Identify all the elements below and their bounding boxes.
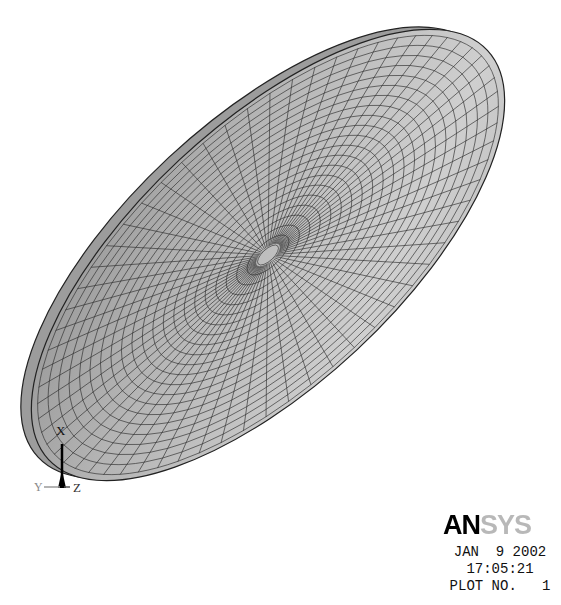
axis-triad — [44, 444, 70, 488]
software-logo: ANSYS — [443, 512, 531, 539]
mesh-lines — [0, 0, 561, 547]
plot-time: 17:05:21 — [466, 562, 533, 576]
axis-label: Y — [34, 481, 43, 493]
plot-date: JAN 9 2002 — [454, 545, 546, 559]
axis-label: X — [56, 424, 65, 437]
disc-face — [0, 0, 561, 555]
axis-label: Z — [73, 481, 81, 494]
element-mesh — [0, 0, 561, 547]
plot-number: PLOT NO. 1 — [450, 579, 551, 593]
